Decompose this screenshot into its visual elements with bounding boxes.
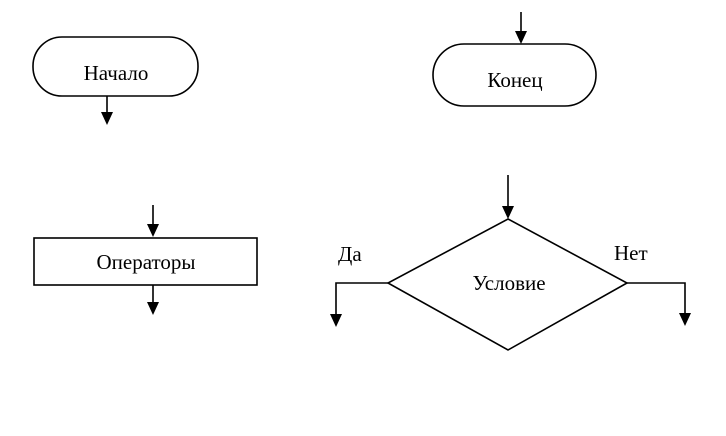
yes-branch-label: Да <box>338 242 362 266</box>
start-label: Начало <box>84 61 149 85</box>
process-block-shape <box>33 237 258 286</box>
end-terminator: Конец <box>432 43 597 107</box>
no-branch-arrow <box>627 282 691 326</box>
arrowhead <box>147 302 159 315</box>
process-label: Операторы <box>96 250 195 274</box>
start-terminator-shape <box>32 36 199 97</box>
start-out-arrow <box>101 96 113 125</box>
no-branch-label: Нет <box>614 241 648 265</box>
condition-decision-shape <box>386 218 629 351</box>
yes-branch-arrow <box>330 282 388 327</box>
condition-label: Условие <box>472 271 545 295</box>
arrowhead <box>515 31 527 44</box>
end-in-arrow <box>515 12 527 44</box>
end-terminator-shape <box>432 43 597 107</box>
condition-decision: Условие <box>386 218 629 351</box>
end-label: Конец <box>487 68 542 92</box>
start-terminator: Начало <box>32 36 199 97</box>
condition-in-arrow <box>502 175 514 219</box>
process-block: Операторы <box>33 237 258 286</box>
process-out-arrow <box>147 285 159 315</box>
process-in-arrow <box>147 205 159 237</box>
arrowhead <box>502 206 514 219</box>
arrowhead <box>330 314 342 327</box>
arrowhead <box>679 313 691 326</box>
arrowhead <box>101 112 113 125</box>
arrowhead <box>147 224 159 237</box>
